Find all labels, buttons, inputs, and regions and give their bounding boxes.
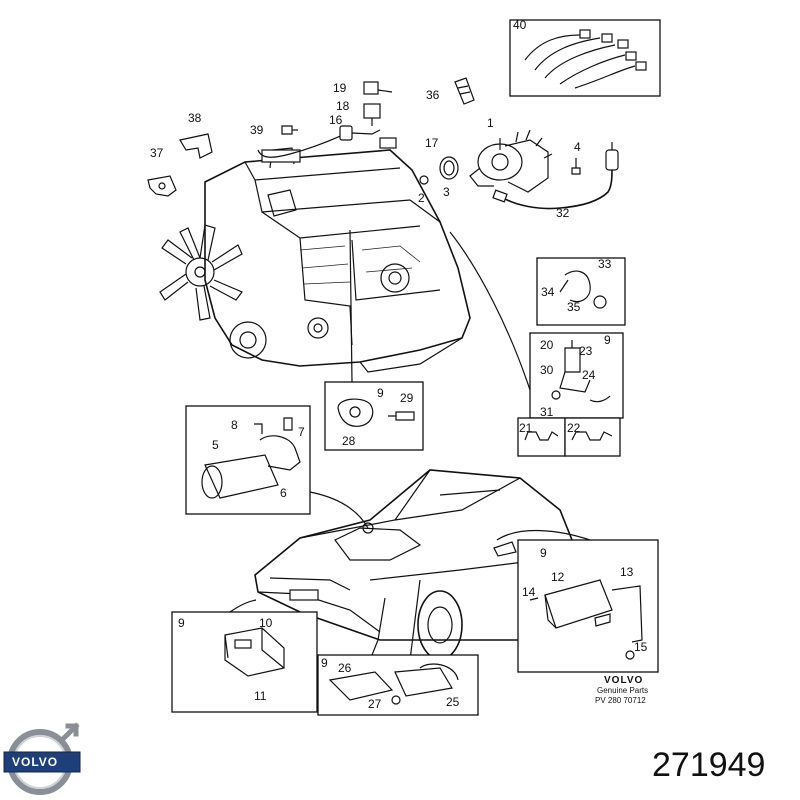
callout-10: 10 <box>259 616 273 630</box>
callout-14: 14 <box>522 585 536 599</box>
callout-8: 8 <box>231 418 238 432</box>
callout-1: 1 <box>487 116 494 130</box>
box-ecu <box>517 539 659 673</box>
callout-6: 6 <box>280 486 287 500</box>
o-ring <box>439 156 459 180</box>
part-number: 271949 <box>652 746 765 784</box>
callout-11: 11 <box>254 689 267 703</box>
box-20-31 <box>529 332 624 419</box>
callout-25: 25 <box>446 695 460 709</box>
box-33-35 <box>536 257 626 326</box>
callout-33: 33 <box>598 257 612 271</box>
callout-labels: 40 1 4 2 3 32 19 18 16 17 36 39 38 37 33… <box>150 18 648 711</box>
callout-26: 26 <box>338 661 352 675</box>
volvo-wordmark: VOLVO <box>12 755 58 769</box>
box-ignition-coil <box>185 405 311 515</box>
callout-9b: 9 <box>377 386 384 400</box>
callout-9a: 9 <box>604 333 611 347</box>
callout-9c: 9 <box>540 546 547 560</box>
bracket-36 <box>454 77 475 105</box>
stamp-brand: VOLVO <box>604 675 643 686</box>
box-module-25 <box>317 654 479 716</box>
callout-3: 3 <box>443 185 450 199</box>
callout-28: 28 <box>342 434 356 448</box>
callout-29: 29 <box>400 391 414 405</box>
seal-ring <box>419 175 429 185</box>
engine-block <box>204 147 471 373</box>
leader-curve <box>449 231 531 391</box>
callout-15: 15 <box>634 640 648 654</box>
sensor-harness <box>257 81 397 158</box>
callout-27: 27 <box>368 697 382 711</box>
callout-19: 19 <box>333 81 347 95</box>
brackets-37-38 <box>147 133 213 197</box>
callout-18: 18 <box>336 99 350 113</box>
screw-4 <box>571 158 581 175</box>
distributor <box>469 129 553 193</box>
callout-4: 4 <box>574 140 581 154</box>
callout-9d: 9 <box>178 616 185 630</box>
callout-32: 32 <box>556 206 570 220</box>
volvo-logo: VOLVO <box>3 722 81 795</box>
callout-9e: 9 <box>321 656 328 670</box>
cooling-fan <box>159 224 267 359</box>
callout-16: 16 <box>329 113 343 127</box>
stamp-code: PV 280 70712 <box>595 696 646 705</box>
callout-7: 7 <box>298 425 305 439</box>
callout-12: 12 <box>551 570 565 584</box>
callout-20: 20 <box>540 338 554 352</box>
box-control-unit <box>171 611 318 713</box>
callout-31: 31 <box>540 405 554 419</box>
callout-34: 34 <box>541 285 555 299</box>
callout-13: 13 <box>620 565 634 579</box>
box-21-22 <box>517 417 621 457</box>
callout-38: 38 <box>188 111 202 125</box>
callout-2: 2 <box>418 191 425 205</box>
callout-37: 37 <box>150 146 164 160</box>
callout-30: 30 <box>540 363 554 377</box>
stamp-genuine-parts: Genuine Parts <box>597 686 648 695</box>
callout-40: 40 <box>513 18 527 32</box>
callout-17: 17 <box>425 136 439 150</box>
callout-24: 24 <box>582 368 596 382</box>
callout-36: 36 <box>426 88 440 102</box>
callout-39: 39 <box>250 123 264 137</box>
callout-21: 21 <box>519 421 533 435</box>
cable-32 <box>499 169 613 210</box>
box-knock-sensor <box>324 381 424 451</box>
callout-5: 5 <box>212 438 219 452</box>
genuine-parts-stamp: VOLVO Genuine Parts PV 280 70712 <box>595 675 648 705</box>
callout-23: 23 <box>579 344 593 358</box>
callout-22: 22 <box>567 421 581 435</box>
callout-35: 35 <box>567 300 581 314</box>
box-ignition-leads <box>509 19 661 97</box>
